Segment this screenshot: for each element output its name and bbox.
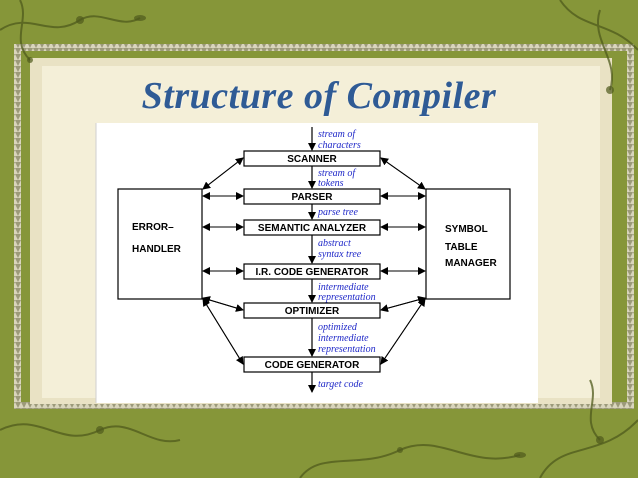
annotation-stream-of-characters-1: stream of [318,129,356,140]
annotation-target-code: target code [318,379,363,390]
code-generator-label: CODE GENERATOR [265,360,360,371]
optimizer-label: OPTIMIZER [285,306,340,317]
ir-code-generator-label: I.R. CODE GENERATOR [256,267,370,278]
symbol-table-connectors [380,157,426,365]
symbol-table-label-1: SYMBOL [445,224,488,235]
annotation-stream-of-tokens-1: stream of [318,168,356,179]
annotation-intermediate-representation-1: intermediate [318,282,369,293]
annotation-optimized-ir-3: representation [318,344,376,355]
annotation-stream-of-characters-2: characters [318,140,361,151]
annotation-stream-of-tokens-2: tokens [318,178,344,189]
scanner-label: SCANNER [287,154,337,165]
error-handler-label-1: ERROR– [132,222,174,233]
error-handler-connectors [202,157,244,365]
semantic-analyzer-label: SEMANTIC ANALYZER [258,223,367,234]
symbol-table-box [425,188,511,300]
annotation-parse-tree: parse tree [317,207,358,218]
annotation-abstract-syntax-tree-1: abstract [318,238,351,249]
diagram-panel [96,123,538,403]
annotation-optimized-ir-1: optimized [318,322,358,333]
annotation-optimized-ir-2: intermediate [318,333,369,344]
slide-title: Structure of Compiler [141,75,497,117]
annotation-intermediate-representation-2: representation [318,292,376,303]
parser-label: PARSER [292,192,334,203]
notched-border-icon [14,44,634,409]
error-handler-box [117,188,203,300]
symbol-table-label-3: MANAGER [445,258,497,269]
symbol-table-label-2: TABLE [445,242,478,253]
annotation-abstract-syntax-tree-2: syntax tree [318,249,362,260]
error-handler-label-2: HANDLER [132,244,182,255]
